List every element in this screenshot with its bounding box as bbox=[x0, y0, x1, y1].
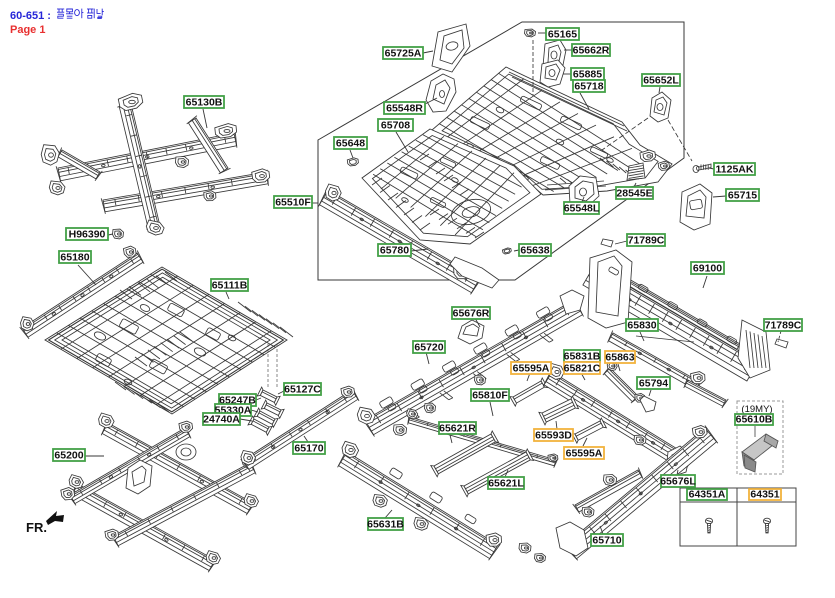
svg-text:65831B: 65831B bbox=[564, 351, 601, 363]
svg-text:65652L: 65652L bbox=[643, 75, 679, 87]
svg-text:64351: 64351 bbox=[750, 489, 779, 501]
svg-text:65165: 65165 bbox=[548, 29, 577, 41]
svg-text:65200: 65200 bbox=[54, 450, 83, 462]
svg-text:71789C: 71789C bbox=[765, 320, 802, 332]
svg-text:24740A: 24740A bbox=[203, 414, 240, 426]
svg-text:65710: 65710 bbox=[592, 535, 621, 547]
svg-text:65718: 65718 bbox=[574, 81, 603, 93]
svg-text:65631B: 65631B bbox=[367, 519, 404, 531]
svg-text:65662R: 65662R bbox=[573, 45, 610, 57]
svg-text:65595A: 65595A bbox=[566, 448, 603, 460]
svg-text:FR.: FR. bbox=[26, 520, 47, 535]
svg-text:65720: 65720 bbox=[414, 342, 443, 354]
svg-text:28545E: 28545E bbox=[616, 188, 652, 200]
svg-text:1125AK: 1125AK bbox=[716, 164, 754, 176]
svg-text:65595A: 65595A bbox=[513, 363, 550, 375]
svg-text:Page 1: Page 1 bbox=[10, 24, 45, 36]
svg-text:65715: 65715 bbox=[728, 190, 757, 202]
svg-text:65127C: 65127C bbox=[284, 384, 321, 396]
svg-text:65111B: 65111B bbox=[212, 280, 248, 292]
svg-text:65170: 65170 bbox=[294, 443, 323, 455]
svg-text:69100: 69100 bbox=[693, 263, 722, 275]
svg-text:65638: 65638 bbox=[520, 245, 549, 257]
svg-text:65510F: 65510F bbox=[275, 197, 311, 209]
svg-text:(19MY): (19MY) bbox=[741, 404, 772, 415]
svg-text:65821C: 65821C bbox=[564, 363, 601, 375]
svg-text:65863: 65863 bbox=[605, 352, 634, 364]
svg-text:65621R: 65621R bbox=[439, 423, 476, 435]
svg-text:71789C: 71789C bbox=[628, 235, 665, 247]
svg-text:65794: 65794 bbox=[639, 378, 668, 390]
svg-text:65830: 65830 bbox=[627, 320, 656, 332]
svg-text:65885: 65885 bbox=[573, 69, 602, 81]
svg-text:65621L: 65621L bbox=[488, 478, 524, 490]
svg-text:65180: 65180 bbox=[60, 252, 89, 264]
svg-text:65548R: 65548R bbox=[386, 103, 423, 115]
svg-text:64351A: 64351A bbox=[689, 489, 726, 501]
svg-text:65708: 65708 bbox=[381, 120, 410, 132]
svg-text:65676R: 65676R bbox=[453, 308, 490, 320]
svg-text:60-651 :: 60-651 : bbox=[10, 10, 51, 22]
svg-text:65610B: 65610B bbox=[736, 414, 773, 426]
svg-text:65676L: 65676L bbox=[660, 476, 696, 488]
svg-text:65548L: 65548L bbox=[564, 203, 600, 215]
svg-text:65130B: 65130B bbox=[186, 97, 223, 109]
svg-text:65593D: 65593D bbox=[535, 430, 572, 442]
svg-text:65810F: 65810F bbox=[472, 390, 508, 402]
svg-text:65780: 65780 bbox=[380, 245, 409, 257]
svg-text:65725A: 65725A bbox=[385, 48, 422, 60]
svg-text:65648: 65648 bbox=[336, 138, 365, 150]
svg-text:H96390: H96390 bbox=[69, 229, 106, 241]
